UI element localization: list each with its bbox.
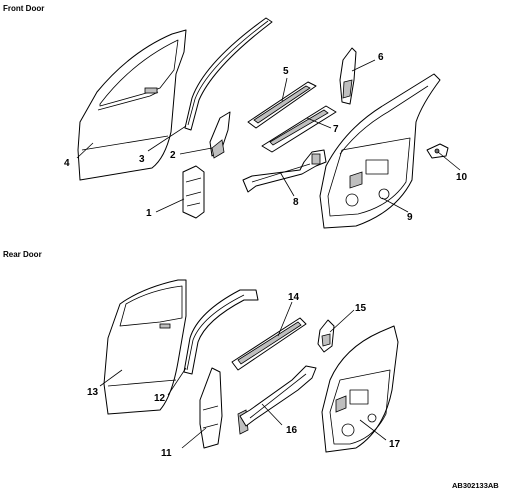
callout-3: 3 xyxy=(139,154,145,165)
rear-door-title: Rear Door xyxy=(3,250,42,259)
callout-4: 4 xyxy=(64,158,70,169)
front-window-regulator xyxy=(242,149,327,193)
rear-door-inner-frame xyxy=(321,325,399,453)
callout-1: 1 xyxy=(146,208,152,219)
callout-5: 5 xyxy=(283,66,289,77)
front-window-run-channel xyxy=(184,17,273,131)
front-lower-sash xyxy=(209,111,231,159)
front-door-inner-frame xyxy=(319,73,441,229)
front-door-outer-panel xyxy=(77,29,187,181)
callout-6: 6 xyxy=(378,52,384,63)
front-hinge-bracket xyxy=(339,47,357,105)
callout-15: 15 xyxy=(355,303,367,314)
front-beltline-molding xyxy=(261,105,337,153)
front-door-clip xyxy=(426,143,449,159)
callout-9: 9 xyxy=(407,212,413,223)
callout-13: 13 xyxy=(87,387,99,398)
callout-10: 10 xyxy=(456,172,468,183)
callout-11: 11 xyxy=(161,448,172,459)
rear-glass-strip xyxy=(231,317,307,371)
front-door-title: Front Door xyxy=(3,4,44,13)
rear-hinge-bracket xyxy=(317,319,335,353)
front-glass-strip xyxy=(247,81,317,129)
front-sealing-cover xyxy=(182,165,205,219)
rear-window-run-channel xyxy=(183,289,259,375)
callout-7: 7 xyxy=(333,124,339,135)
rear-window-regulator xyxy=(239,365,317,427)
callout-12: 12 xyxy=(154,393,166,404)
callout-2: 2 xyxy=(170,150,176,161)
callout-16: 16 xyxy=(286,425,298,436)
callout-14: 14 xyxy=(288,292,300,303)
rear-sealing-cover xyxy=(199,367,249,449)
rear-door-outer-panel xyxy=(103,279,187,415)
figure-code: AB302133AB xyxy=(452,481,499,490)
callout-17: 17 xyxy=(389,439,401,450)
callout-8: 8 xyxy=(293,197,299,208)
